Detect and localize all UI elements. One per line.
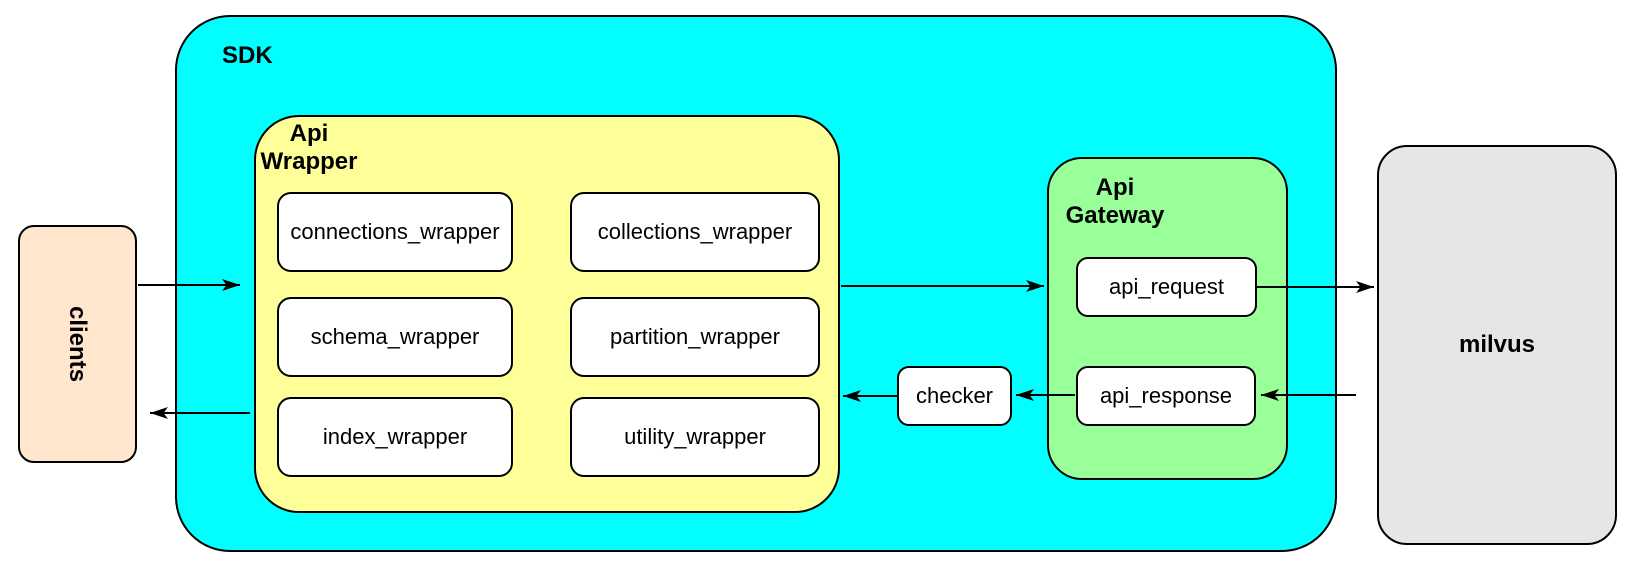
sdk-label: SDK [222,42,273,69]
clients-label: clients [64,305,92,383]
connections-wrapper-label: connections_wrapper [290,219,500,244]
schema-wrapper-box: schema_wrapper [277,297,513,377]
index-wrapper-label: index_wrapper [322,424,468,449]
utility-wrapper-label: utility_wrapper [624,424,766,449]
clients-box: clients [18,225,137,463]
collections-wrapper-label: collections_wrapper [597,219,793,244]
connections-wrapper-box: connections_wrapper [277,192,513,272]
api-gateway-label: Api Gateway [1065,174,1165,229]
api-response-box: api_response [1076,366,1256,426]
milvus-box: milvus [1377,145,1617,545]
partition-wrapper-label: partition_wrapper [610,324,780,349]
api-request-box: api_request [1076,257,1257,317]
api-wrapper-label: Api Wrapper [260,120,358,175]
index-wrapper-box: index_wrapper [277,397,513,477]
schema-wrapper-label: schema_wrapper [310,324,480,349]
api-request-label: api_request [1109,274,1224,299]
api-gateway-container [1047,157,1288,480]
checker-box: checker [897,366,1012,426]
api-response-label: api_response [1099,383,1233,408]
utility-wrapper-box: utility_wrapper [570,397,820,477]
milvus-label: milvus [1458,331,1536,358]
collections-wrapper-box: collections_wrapper [570,192,820,272]
checker-label: checker [915,383,994,408]
partition-wrapper-box: partition_wrapper [570,297,820,377]
